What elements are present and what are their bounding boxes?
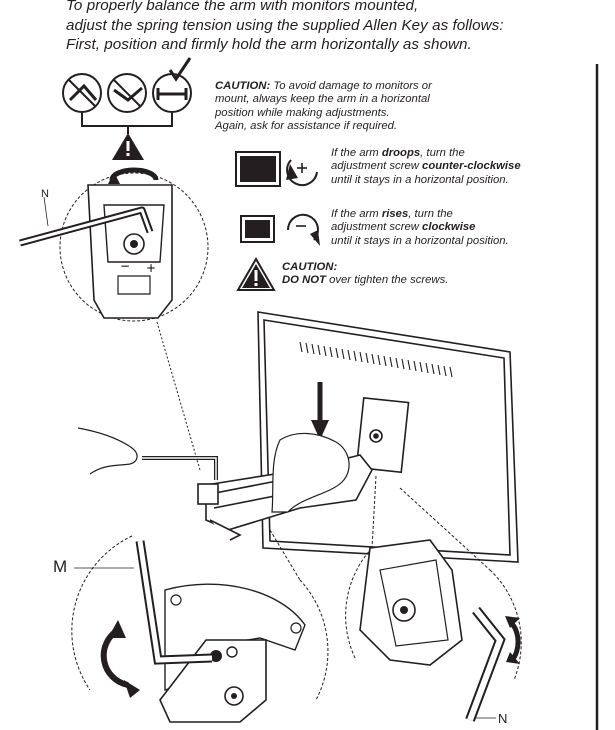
down-arrow-icon bbox=[311, 382, 329, 440]
hand-holding-arm bbox=[271, 432, 350, 513]
caution-screws-title: CAUTION: bbox=[282, 261, 338, 273]
arm-droops-icon bbox=[235, 151, 281, 187]
rises-line2: adjustment screw bbox=[331, 221, 423, 234]
allen-key-m bbox=[74, 540, 213, 665]
arm-rises-icon bbox=[240, 215, 275, 243]
intro-instructions: To properly balance the arm with monitor… bbox=[66, 0, 611, 55]
droops-keyword: droops bbox=[381, 147, 421, 159]
hand-holding-key bbox=[77, 427, 218, 480]
plus-sign: + bbox=[146, 261, 156, 275]
caution-line-2: mount, always keep the arm in a horizont… bbox=[215, 93, 430, 106]
caution-note: CAUTION: To avoid damage to monitors or … bbox=[215, 80, 432, 134]
intro-line-3: First, position and firmly hold the arm … bbox=[66, 36, 472, 53]
label-m: M bbox=[53, 557, 68, 576]
droops-line2: adjustment screw bbox=[331, 160, 423, 173]
caution-title: CAUTION: bbox=[215, 80, 271, 92]
caution-line-1: To avoid damage to monitors or bbox=[270, 80, 432, 92]
warning-triangle-icon bbox=[112, 133, 144, 160]
rises-mid: , turn the bbox=[408, 208, 453, 220]
rises-line-3: until it stays in a horizontal position. bbox=[331, 234, 509, 247]
bottom-left-detail-circle bbox=[71, 529, 329, 723]
intro-line-2: adjust the spring tension using the supp… bbox=[66, 16, 504, 34]
counter-clockwise-plus-icon bbox=[286, 159, 318, 187]
rises-keyword: rises bbox=[381, 208, 409, 220]
rises-pre: If the arm bbox=[331, 208, 382, 220]
droops-direction: counter-clockwise bbox=[422, 160, 521, 173]
rises-note: If the arm rises, turn the adjustment sc… bbox=[331, 208, 509, 248]
droops-pre: If the arm bbox=[331, 147, 382, 159]
caution-line-3: position while making adjustments. bbox=[215, 106, 390, 119]
top-detail-circle: − + bbox=[59, 167, 209, 322]
rises-direction: clockwise bbox=[422, 221, 476, 234]
caution-screws-rest: over tighten the screws. bbox=[325, 274, 449, 287]
minus-sign: − bbox=[120, 259, 130, 273]
droops-mid: , turn the bbox=[420, 147, 465, 159]
arm-horizontal-ok-icon bbox=[152, 57, 192, 113]
clockwise-minus-icon bbox=[286, 213, 320, 246]
caution-warning-icon bbox=[236, 257, 276, 291]
intro-line-1: To properly balance the arm with monitor… bbox=[66, 0, 419, 14]
caution-screws-emphasis: DO NOT bbox=[282, 274, 326, 287]
label-n-top: N bbox=[41, 188, 49, 200]
caution-screws-note: CAUTION: DO NOT over tighten the screws. bbox=[282, 261, 448, 288]
droops-line-3: until it stays in a horizontal position. bbox=[331, 173, 509, 186]
arm-angled-up-no-icon bbox=[62, 73, 102, 113]
droops-note: If the arm droops, turn the adjustment s… bbox=[331, 147, 521, 187]
allen-key-top bbox=[19, 196, 154, 247]
caution-line-4: Again, ask for assistance if required. bbox=[215, 120, 398, 133]
label-n-bottom: N bbox=[498, 711, 508, 726]
arm-position-icons bbox=[62, 57, 192, 134]
bottom-right-detail-circle bbox=[345, 475, 522, 722]
arm-angled-down-no-icon bbox=[107, 73, 147, 113]
